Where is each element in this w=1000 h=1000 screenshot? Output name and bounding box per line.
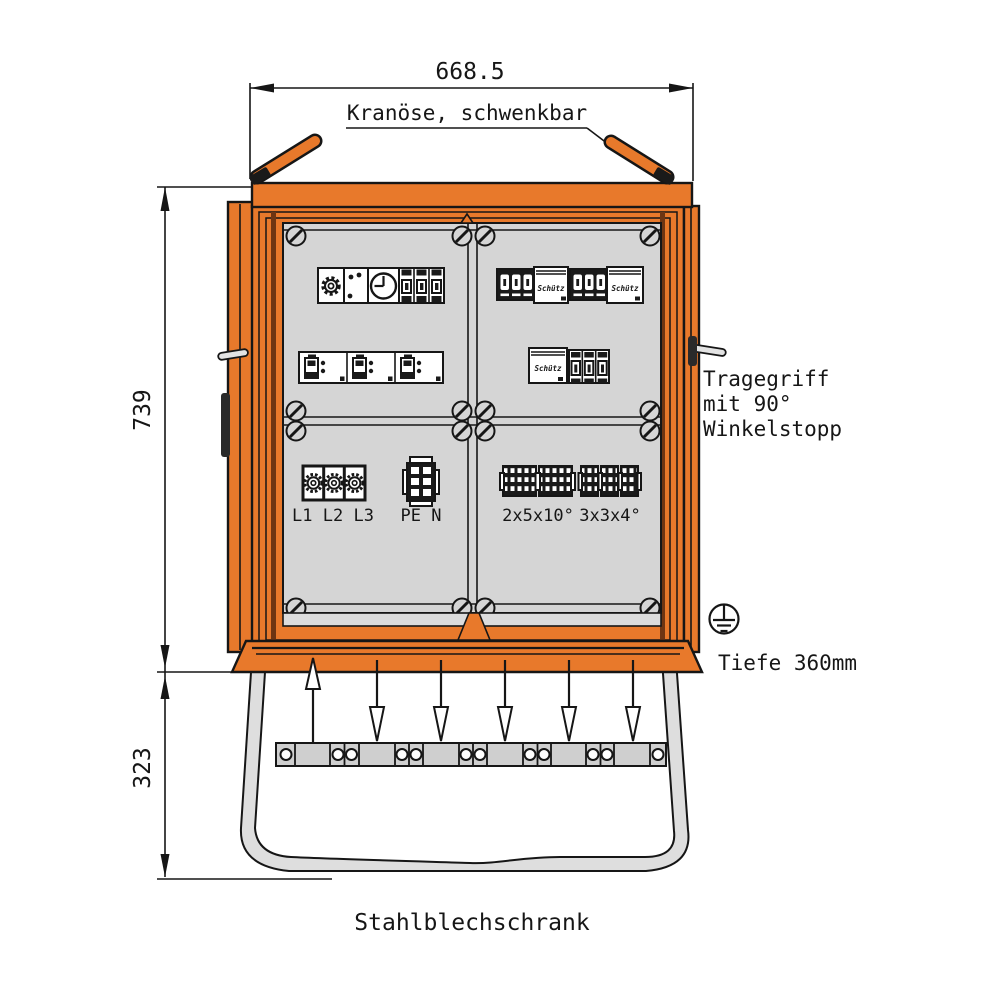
handle-mount — [688, 336, 697, 366]
cabinet-bottom — [230, 612, 704, 674]
terminal-strip-right: 3x3x4° — [577, 465, 642, 526]
tubular-stand — [239, 640, 690, 872]
terminal-screw-l1 — [303, 473, 324, 493]
schuetz-label-2: Schütz — [611, 284, 639, 293]
mcb-3pole-top-left — [398, 267, 445, 304]
device-row-mid-right: Schütz — [528, 347, 610, 384]
handle-label-line2: mit 90° — [703, 392, 792, 416]
cabinet: Schütz Schütz — [217, 133, 727, 674]
terminal-screw-l3 — [344, 473, 365, 493]
pe-n-terminal-block: PE N — [401, 456, 442, 526]
drawing-title: Stahlblechschrank — [354, 910, 590, 936]
terminal-screw-l2 — [324, 473, 344, 493]
cable-rail — [275, 742, 667, 767]
contactor-schuetz-2: Schütz — [606, 266, 644, 304]
right-wall — [682, 204, 727, 654]
dim-height-body-text: 739 — [130, 389, 156, 431]
door-handle — [217, 348, 249, 361]
contactor-schuetz-3: Schütz — [528, 347, 568, 384]
crane-eye-callout: Kranöse, schwenkbar — [346, 101, 613, 148]
down-arrow-5 — [624, 660, 642, 742]
dimension-width: 668.5 — [249, 59, 694, 181]
handle-annotation: Tragegriff mit 90° Winkelstopp — [703, 367, 842, 441]
pe-n-label: PE N — [401, 506, 442, 526]
relay-unit-1 — [304, 354, 345, 381]
dim-height-stand-text: 323 — [130, 747, 156, 789]
relay-unit-3 — [400, 354, 441, 381]
phases-label: L1 L2 L3 — [292, 506, 374, 526]
crane-label: Kranöse, schwenkbar — [347, 101, 587, 125]
left-door — [217, 200, 255, 654]
down-arrow-1 — [368, 660, 386, 742]
vent-arrows — [304, 657, 642, 743]
handle-label-line1: Tragegriff — [703, 367, 829, 391]
panel-screws — [285, 225, 661, 619]
down-arrow-3 — [496, 660, 514, 742]
depth-label: Tiefe 360mm — [718, 651, 857, 675]
phase-terminal-block: L1 L2 L3 — [292, 464, 374, 526]
down-arrow-4 — [560, 660, 578, 742]
earth-symbol-icon — [708, 603, 740, 635]
indicator-box — [343, 267, 369, 304]
dimension-heights: 739 323 — [130, 186, 392, 880]
relay-unit-2 — [352, 354, 393, 381]
down-arrow-2 — [432, 660, 450, 742]
mcb-3pole-a — [496, 268, 535, 301]
mcb-3pole-mid-right — [568, 349, 610, 384]
contactor-schuetz-1: Schütz — [533, 266, 569, 304]
mcb-3pole-b — [569, 268, 608, 301]
terminals-left-label: 2x5x10° — [502, 506, 574, 526]
device-row-top-left — [317, 267, 445, 304]
schuetz-label-3: Schütz — [534, 364, 562, 373]
timer-clock-icon — [369, 272, 398, 300]
door-latch — [221, 393, 230, 457]
bottom-tray — [230, 639, 704, 674]
terminal-strip-left: 2x5x10° — [499, 465, 576, 526]
schuetz-label-1: Schütz — [537, 284, 565, 293]
crane-eye-left — [249, 133, 323, 185]
handle-label-line3: Winkelstopp — [703, 417, 842, 441]
crane-eye-right — [603, 134, 675, 185]
dim-width-text: 668.5 — [435, 59, 504, 85]
device-row-mid-left — [298, 351, 444, 384]
device-row-top-right: Schütz Schütz — [496, 266, 644, 304]
terminals-right-label: 3x3x4° — [579, 506, 640, 526]
top-bar — [250, 181, 694, 209]
up-arrow — [304, 657, 322, 743]
rail-holes — [279, 748, 665, 761]
gear-icon — [321, 276, 341, 296]
